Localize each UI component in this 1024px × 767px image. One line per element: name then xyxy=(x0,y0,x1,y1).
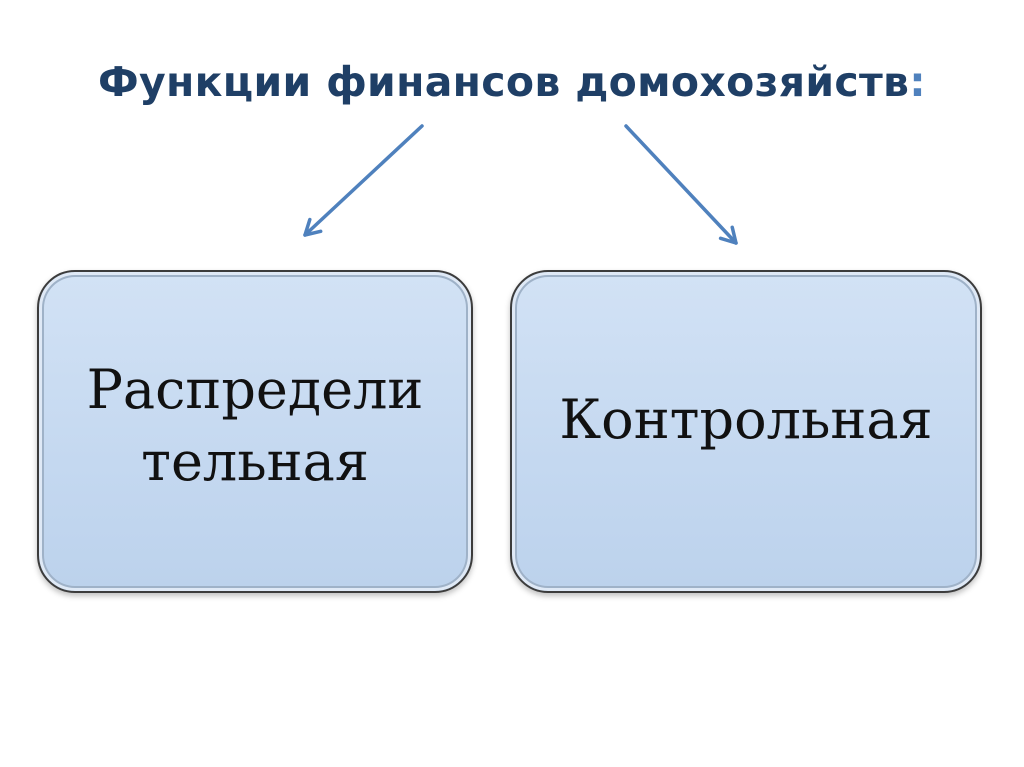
diagram-title-colon: : xyxy=(909,58,926,106)
box-control-line1: Контрольная xyxy=(559,387,933,451)
box-distribution-line1: Распредели xyxy=(86,357,424,421)
box-distribution-line2: тельная xyxy=(141,429,369,493)
box-distribution: Распредели тельная xyxy=(37,270,473,593)
diagram-title-text: Функции финансов домохозяйств xyxy=(98,58,910,106)
diagram-title: Функции финансов домохозяйств: xyxy=(0,58,1024,106)
box-distribution-label: Распредели тельная xyxy=(55,354,455,498)
box-control-label: Контрольная xyxy=(559,384,932,456)
arrow-to-right-box xyxy=(624,124,738,245)
box-control: Контрольная xyxy=(510,270,982,593)
arrow-to-left-box xyxy=(303,124,424,237)
